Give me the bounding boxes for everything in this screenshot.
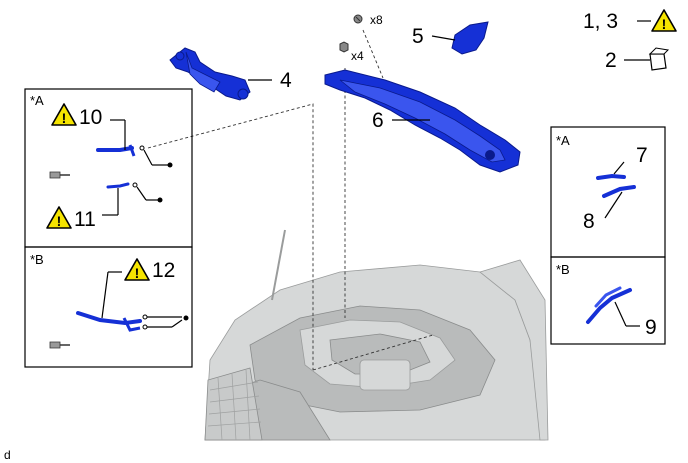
callout-10: 10 xyxy=(79,106,102,129)
warning-icon: ! xyxy=(124,258,150,281)
warning-icon: ! xyxy=(46,206,72,229)
cowl-side-cover xyxy=(431,21,489,55)
warning-icon: ! xyxy=(651,9,677,32)
tape-icon xyxy=(624,47,670,71)
callout-1-3: 1, 3 xyxy=(583,10,618,33)
callout-8: 8 xyxy=(583,210,595,233)
warning-icon: ! xyxy=(51,103,77,126)
callout-4: 4 xyxy=(280,69,292,92)
warning-mark: ! xyxy=(57,213,62,229)
view-box-right xyxy=(550,126,666,345)
nut-quantity: x4 xyxy=(351,49,364,63)
view-label-left-b: *B xyxy=(30,252,44,267)
callout-12: 12 xyxy=(152,259,175,282)
callout-11: 11 xyxy=(74,208,96,231)
view-label-left-a: *A xyxy=(30,93,44,108)
nut-icon xyxy=(339,41,349,53)
callout-5: 5 xyxy=(412,25,424,48)
callout-6: 6 xyxy=(372,109,384,132)
screw-quantity: x8 xyxy=(370,13,383,27)
view-box-left xyxy=(24,88,193,368)
washer-hose-11 xyxy=(102,182,163,216)
washer-hose-7 xyxy=(596,161,626,180)
washer-hose-10 xyxy=(96,119,173,168)
dashed-leader-lines xyxy=(147,29,434,371)
washer-hose-12 xyxy=(76,271,189,332)
callout-7: 7 xyxy=(636,144,648,167)
screw-icon xyxy=(49,171,70,179)
callout-2: 2 xyxy=(605,49,617,72)
warning-mark: ! xyxy=(62,110,67,126)
figure-id: d xyxy=(4,448,11,462)
callout-9: 9 xyxy=(645,316,657,339)
view-label-right-b: *B xyxy=(556,262,570,277)
engine-bay-illustration xyxy=(204,229,549,441)
washer-hose-8 xyxy=(602,185,636,219)
screw-icon xyxy=(49,341,70,349)
screw-icon xyxy=(353,14,363,24)
warning-mark: ! xyxy=(662,16,667,32)
view-label-right-a: *A xyxy=(556,133,570,148)
cowl-top-panel xyxy=(324,69,521,173)
wiper-link-assembly xyxy=(169,47,272,101)
washer-hose-9 xyxy=(586,286,640,327)
warning-mark: ! xyxy=(135,265,140,281)
